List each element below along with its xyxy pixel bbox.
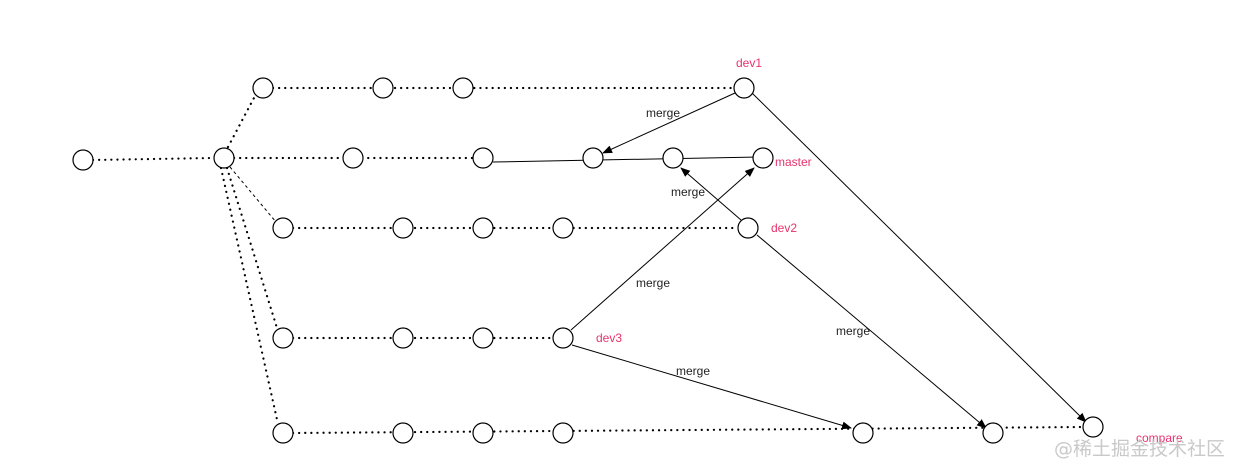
merge-arrows bbox=[570, 92, 1087, 430]
commit-node-bottom-5 bbox=[852, 422, 874, 444]
commit-node-compare bbox=[1082, 416, 1104, 438]
commit-node-bottom-1 bbox=[272, 422, 294, 444]
arrow-dev1-to-master bbox=[602, 92, 736, 154]
edge-label-merge-dev2-bottom: merge bbox=[836, 324, 870, 338]
commit-node-hub bbox=[213, 147, 235, 169]
edge-label-merge-dev1: merge bbox=[646, 106, 680, 120]
commit-node-dev2-2 bbox=[392, 217, 414, 239]
commit-node-dev2-4 bbox=[552, 217, 574, 239]
edge-label-merge-dev3-master: merge bbox=[636, 276, 670, 290]
commit-node-bottom-6 bbox=[982, 422, 1004, 444]
commit-node-bottom-2 bbox=[392, 422, 414, 444]
commit-node-dev3-head bbox=[552, 327, 574, 349]
commit-node-root bbox=[72, 149, 94, 171]
commit-node-bottom-3 bbox=[472, 422, 494, 444]
branch-label-dev3: dev3 bbox=[596, 331, 622, 345]
branch-label-dev1: dev1 bbox=[736, 56, 762, 70]
commit-node-dev1-3 bbox=[452, 77, 474, 99]
edge-label-merge-dev3-bottom: merge bbox=[676, 364, 710, 378]
arrow-dev2-to-bottom bbox=[756, 234, 987, 429]
commit-node-dev2-head bbox=[737, 217, 759, 239]
branch-label-master: master bbox=[775, 155, 812, 169]
connectors bbox=[91, 86, 1084, 435]
edge-root-hub bbox=[91, 156, 216, 162]
edge-labels: merge merge merge merge merge bbox=[636, 106, 870, 378]
commit-node-dev3-1 bbox=[272, 327, 294, 349]
commit-node-master-1 bbox=[342, 147, 364, 169]
commit-node-dev1-2 bbox=[372, 77, 394, 99]
edge-hub-dev1 bbox=[226, 94, 257, 149]
edge-hub-dev3 bbox=[225, 166, 279, 330]
commit-node-dev3-3 bbox=[472, 327, 494, 349]
commit-node-master-2 bbox=[472, 147, 494, 169]
commit-node-dev1-1 bbox=[252, 77, 274, 99]
commit-node-dev2-1 bbox=[272, 217, 294, 239]
branch-label-dev2: dev2 bbox=[771, 221, 797, 235]
commit-node-master-3 bbox=[582, 147, 604, 169]
edge-hub-bottom bbox=[219, 166, 280, 426]
edge-master-solid bbox=[492, 156, 760, 163]
commit-node-dev2-3 bbox=[472, 217, 494, 239]
commit-node-bottom-4 bbox=[552, 422, 574, 444]
arrow-dev3-to-bottom bbox=[571, 344, 852, 430]
branch-label-compare: compare bbox=[1136, 431, 1183, 445]
commit-nodes bbox=[72, 77, 1104, 444]
branch-labels: dev1 master dev2 dev3 compare bbox=[596, 56, 1183, 445]
edge-label-merge-dev2-master: merge bbox=[671, 185, 705, 199]
commit-node-master-4 bbox=[662, 147, 684, 169]
arrow-dev2-to-master bbox=[680, 167, 742, 221]
commit-node-master-head bbox=[752, 147, 774, 169]
commit-node-dev1-head bbox=[733, 77, 755, 99]
edge-hub-dev2 bbox=[229, 166, 277, 223]
watermark: @稀土掘金技术社区 bbox=[1053, 438, 1225, 460]
arrow-dev3-to-master bbox=[570, 167, 755, 331]
arrow-dev1-to-compare bbox=[751, 92, 1087, 423]
commit-node-dev3-2 bbox=[392, 327, 414, 349]
